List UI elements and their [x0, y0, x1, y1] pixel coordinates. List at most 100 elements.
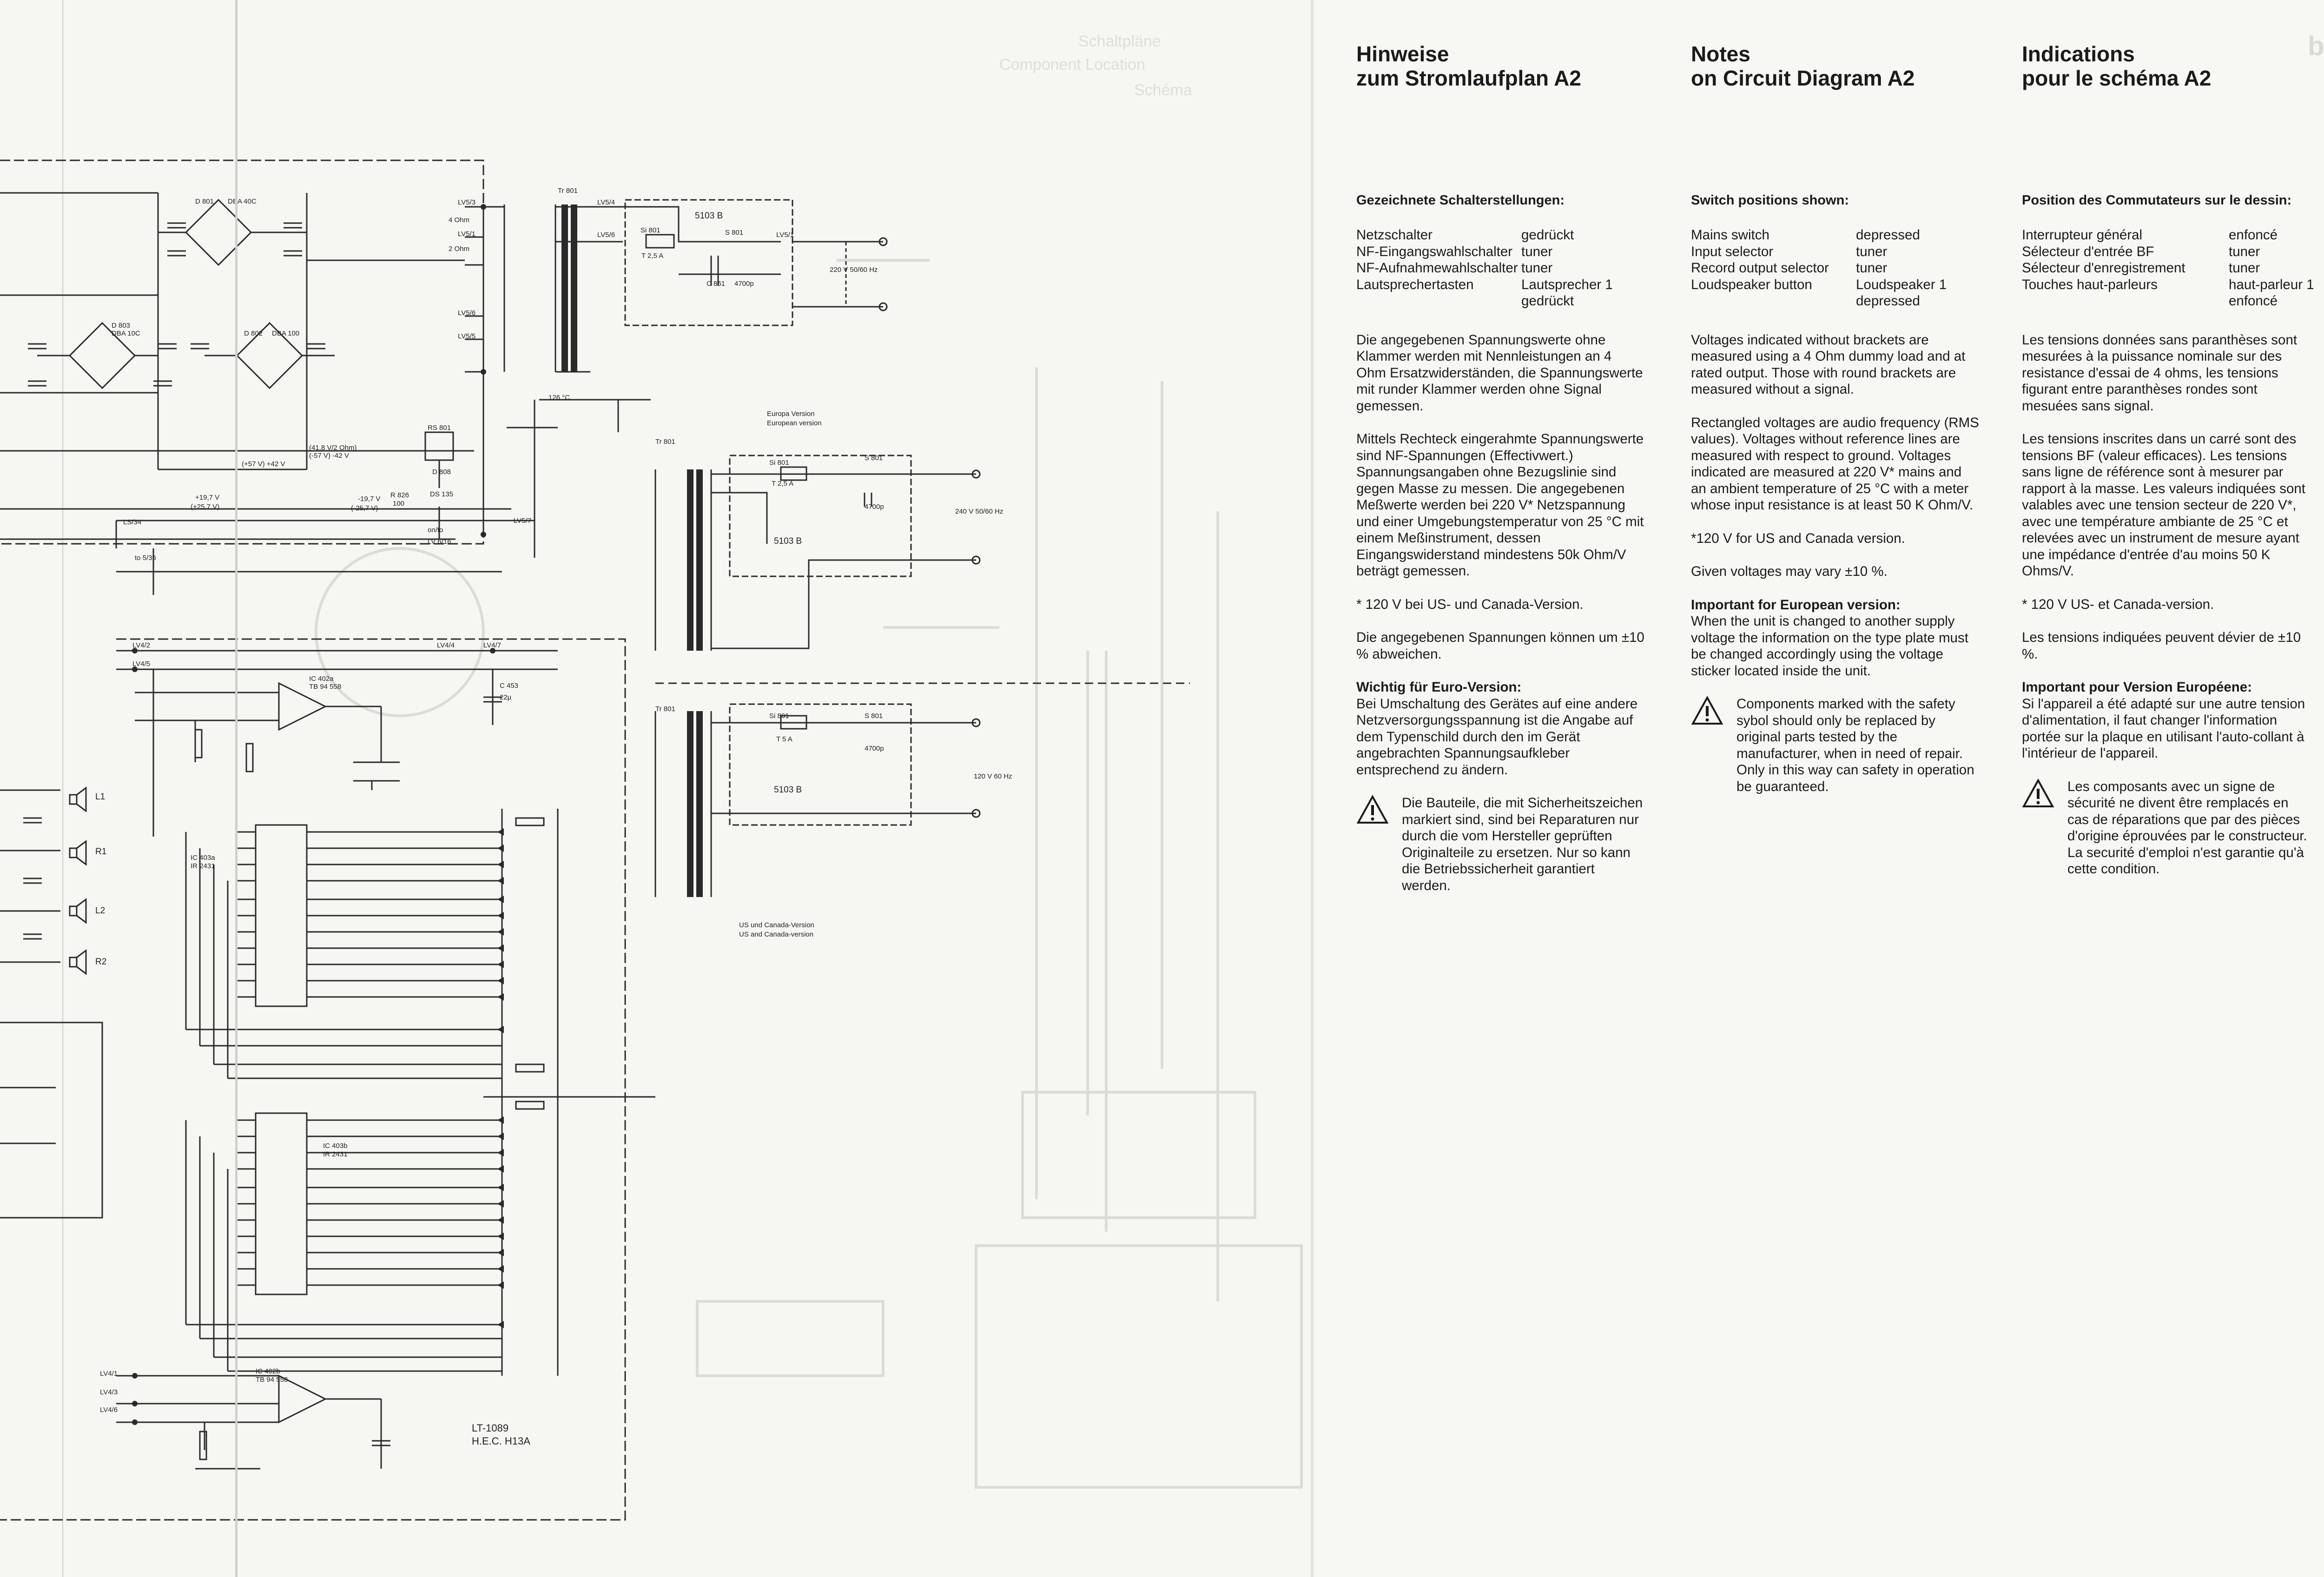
- label-connector: LV4/5: [132, 660, 150, 668]
- warning-triangle-icon: [2022, 778, 2054, 807]
- paragraph: *120 V for US and Canada version.: [1691, 530, 1905, 546]
- label-rectifier: D 802: [244, 330, 263, 337]
- switch-state: Loudspeaker 1: [1856, 277, 1947, 292]
- column-title: Notes on Circuit Diagram A2: [1691, 42, 1974, 90]
- section-heading: Wichtig für Euro-Version:: [1356, 680, 1522, 695]
- label-ic: IC 403b: [323, 1142, 348, 1150]
- safety-note: Les composants avec un signe de sécurité…: [2022, 778, 2310, 878]
- label-resistor-value: 100: [393, 500, 404, 508]
- label-us-version: US und Canada-Version: [739, 921, 814, 929]
- notes-column-fr: Indications pour le schéma A2 Position d…: [2022, 42, 2314, 877]
- paragraph: Mittels Rechteck eingerahmte Spannungswe…: [1356, 431, 1644, 579]
- switch-name: [2022, 293, 2229, 310]
- label-capacitor-value: 4700p: [865, 745, 884, 752]
- label-ic: IC 402b: [256, 1367, 280, 1375]
- paragraph: Les tensions indiquées peuvent dévier de…: [2022, 630, 2301, 662]
- label-connector: LV5/5: [458, 332, 475, 340]
- switch-state: haut-parleur 1: [2229, 277, 2314, 292]
- title-line: Hinweise: [1356, 42, 1449, 66]
- label-connector: LS/34: [123, 518, 141, 526]
- switch-state: enfoncé: [2229, 293, 2278, 309]
- paragraph: * 120 V US- et Canada-version.: [2022, 596, 2214, 612]
- label-transformer: Tr 801: [558, 187, 578, 195]
- label-speaker: L2: [95, 906, 105, 916]
- switch-name: Record output selector: [1691, 260, 1829, 276]
- label-fuse: Si 801: [640, 226, 660, 234]
- switch-name: NF-Aufnahmewahlschalter: [1356, 260, 1518, 276]
- switch-state: tuner: [1856, 260, 1888, 276]
- label-european-version: European version: [767, 419, 822, 427]
- label-rectifier-type: DBA 100: [272, 330, 299, 337]
- label-mains: 220 V 50/60 Hz: [830, 266, 878, 274]
- label-capacitor-value: 4700p: [865, 503, 884, 511]
- paragraph: Die angegebenen Spannungen können um ±10…: [1356, 630, 1644, 662]
- switch-state: Lautsprecher 1: [1521, 277, 1613, 292]
- ghost-text: Schaltpläne: [1078, 33, 1161, 50]
- switch-name: NF-Eingangswahlschalter: [1356, 244, 1513, 259]
- switch-heading: Gezeichnete Schalterstellungen:: [1356, 193, 1565, 208]
- label-connector: LV5/6: [597, 231, 615, 239]
- column-title: Indications pour le schéma A2: [2022, 42, 2305, 90]
- label-us-version: US and Canada-version: [739, 930, 813, 938]
- switch-name: Loudspeaker button: [1691, 277, 1812, 292]
- paragraph: * 120 V bei US- und Canada-Version.: [1356, 596, 1584, 612]
- label-capacitor: C 453: [500, 682, 518, 690]
- notes-column-de: Hinweise zum Stromlaufplan A2 Gezeichnet…: [1356, 42, 1644, 893]
- switch-name: Sélecteur d'entrée BF: [2022, 244, 2154, 259]
- switch-state: depressed: [1856, 227, 1920, 243]
- label-relay: RS 801: [428, 424, 451, 432]
- label-fuse-rating: T 5 A: [776, 735, 792, 743]
- label-board: H.E.C. H13A: [472, 1435, 530, 1447]
- label-connector: LV5/6: [458, 309, 475, 317]
- label-rectifier: D 801: [195, 198, 214, 205]
- title-line: on Circuit Diagram A2: [1691, 66, 1915, 90]
- notes-column-en: Notes on Circuit Diagram A2 Switch posit…: [1691, 42, 1979, 794]
- switch-state: tuner: [1856, 244, 1888, 259]
- switch-name: Lautsprechertasten: [1356, 277, 1474, 292]
- label-connector: LV4/2: [132, 641, 150, 649]
- switch-name: Sélecteur d'enregistrement: [2022, 260, 2185, 276]
- label-europa-version: Europa Version: [767, 410, 815, 418]
- ghost-text: Component Location: [999, 56, 1145, 73]
- label-switch: S 801: [865, 454, 883, 462]
- label-diode-type: DS 135: [430, 490, 453, 498]
- label-thermal-fuse: 126 °C: [548, 394, 570, 402]
- switch-state: tuner: [2229, 244, 2260, 259]
- label-switch-state: on/to: [428, 526, 443, 534]
- warning-text: Die Bauteile, die mit Sicherheitszeichen…: [1402, 795, 1643, 893]
- label-mains: 240 V 50/60 Hz: [955, 508, 1003, 515]
- switch-state: depressed: [1856, 293, 1920, 309]
- switch-name: [1691, 293, 1856, 310]
- label-impedance: 4 Ohm: [449, 216, 469, 224]
- diode-array: [132, 204, 504, 1425]
- paragraph: Given voltages may vary ±10 %.: [1691, 564, 1888, 579]
- warning-text: Les composants avec un signe de sécurité…: [2067, 779, 2307, 877]
- label-resistor: R 826: [390, 491, 409, 499]
- label-diode: D 808: [432, 468, 451, 476]
- label-fuse: Si 801: [769, 712, 789, 720]
- label-voltage: (+25,7 V): [191, 503, 219, 511]
- label-rectifier-type: DBA 40C: [228, 198, 257, 205]
- switch-heading: Switch positions shown:: [1691, 193, 1849, 208]
- label-ic-type: TB 94 558: [309, 683, 341, 691]
- schematic-page: Schaltpläne Component Location Schéma: [0, 0, 1314, 1577]
- label-fuse-rating: T 2,5 A: [641, 252, 663, 260]
- label-ic-type: IR 2431: [191, 862, 215, 870]
- label-board: LT-1089: [472, 1422, 508, 1434]
- warning-text: Components marked with the safety sybol …: [1736, 696, 1974, 794]
- label-transformer: Tr 801: [655, 438, 675, 446]
- switch-name: Netzschalter: [1356, 227, 1433, 243]
- label-connector: LV5/4: [597, 198, 615, 206]
- switch-state: gedrückt: [1521, 227, 1574, 243]
- label-connector: LV4/7: [483, 641, 501, 649]
- label-connector: LV5/3: [458, 198, 475, 206]
- safety-note: Die Bauteile, die mit Sicherheitszeichen…: [1356, 795, 1644, 894]
- title-line: Indications: [2022, 42, 2135, 66]
- paragraph: Voltages indicated without brackets are …: [1691, 332, 1966, 397]
- label-rectifier: D 803: [112, 322, 130, 330]
- label-speaker: R1: [95, 847, 106, 857]
